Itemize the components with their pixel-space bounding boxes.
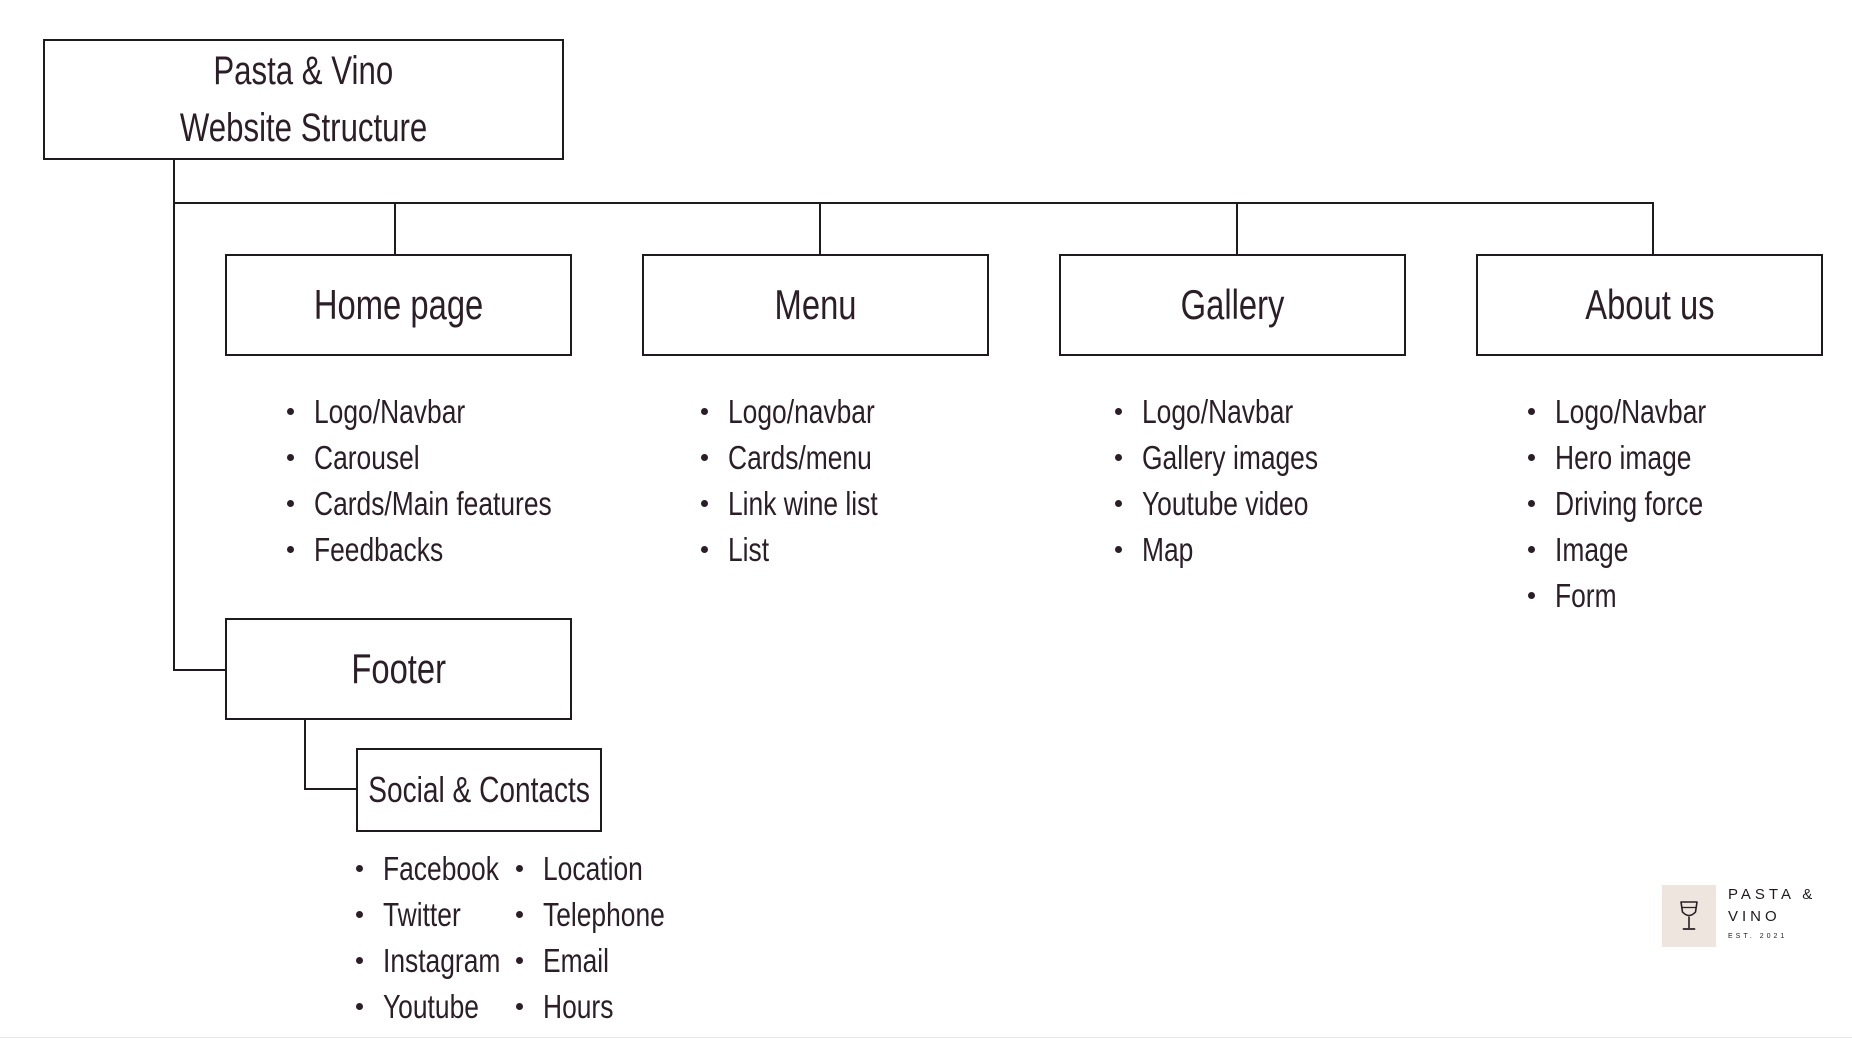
bullet-dot — [701, 546, 708, 553]
bullet-dot — [1528, 592, 1535, 599]
bullet-dot — [1528, 546, 1535, 553]
bullet-dot — [516, 957, 523, 964]
brand-logo: PASTA & VINO EST. 2021 — [1662, 885, 1830, 947]
section-box-home-page: Home page — [225, 254, 572, 356]
section-label-about-us: About us — [1584, 281, 1715, 328]
section-box-gallery: Gallery — [1059, 254, 1406, 356]
social-contacts-label: Social & Contacts — [368, 769, 590, 810]
bullet-dot — [1115, 500, 1122, 507]
connector-home-drop — [394, 202, 396, 255]
social-contacts-box: Social & Contacts — [356, 748, 602, 832]
logo-badge — [1662, 885, 1716, 947]
footer-box: Footer — [225, 618, 572, 720]
connector-footer-child-vertical — [304, 718, 306, 790]
logo-name-line-1: PASTA & — [1728, 886, 1817, 903]
bullet-dot — [1115, 454, 1122, 461]
bullet-dot — [516, 1003, 523, 1010]
bullet-dot — [356, 957, 363, 964]
bullet-dot — [287, 500, 294, 507]
connector-about-drop — [1652, 202, 1654, 255]
connector-footer-horizontal — [173, 669, 226, 671]
section-box-menu: Menu — [642, 254, 989, 356]
section-label-home-page: Home page — [313, 281, 484, 328]
bullet-dot — [701, 408, 708, 415]
connector-menu-drop — [819, 202, 821, 255]
bullet-dot — [516, 865, 523, 872]
bullet-dot — [356, 865, 363, 872]
bullet-dot — [1528, 408, 1535, 415]
section-label-menu: Menu — [774, 281, 857, 328]
bullet-dot — [1115, 408, 1122, 415]
section-label-gallery: Gallery — [1180, 281, 1285, 328]
bullet-dot — [1528, 500, 1535, 507]
bullet-dot — [287, 454, 294, 461]
connector-gallery-drop — [1236, 202, 1238, 255]
bullet-dot — [516, 911, 523, 918]
bullet-dot — [701, 500, 708, 507]
bullet-dot — [1115, 546, 1122, 553]
logo-established: EST. 2021 — [1728, 933, 1788, 940]
bullet-dot — [287, 546, 294, 553]
bullet-dot — [1528, 454, 1535, 461]
footer-label: Footer — [351, 645, 446, 692]
bullet-dot — [701, 454, 708, 461]
connector-top-horizontal — [173, 202, 1654, 204]
title-box: Pasta & Vino Website Structure — [43, 39, 564, 160]
logo-name-line-2: VINO — [1728, 908, 1781, 925]
connector-footer-child-horizontal — [304, 788, 358, 790]
section-box-about-us: About us — [1476, 254, 1823, 356]
connector-root-vertical — [173, 159, 175, 671]
title-line-2: Website Structure — [179, 105, 428, 150]
bullet-dot — [356, 911, 363, 918]
bullet-dot — [356, 1003, 363, 1010]
title-line-1: Pasta & Vino — [213, 48, 394, 93]
bullet-dot — [287, 408, 294, 415]
wine-glass-icon — [1680, 901, 1698, 930]
